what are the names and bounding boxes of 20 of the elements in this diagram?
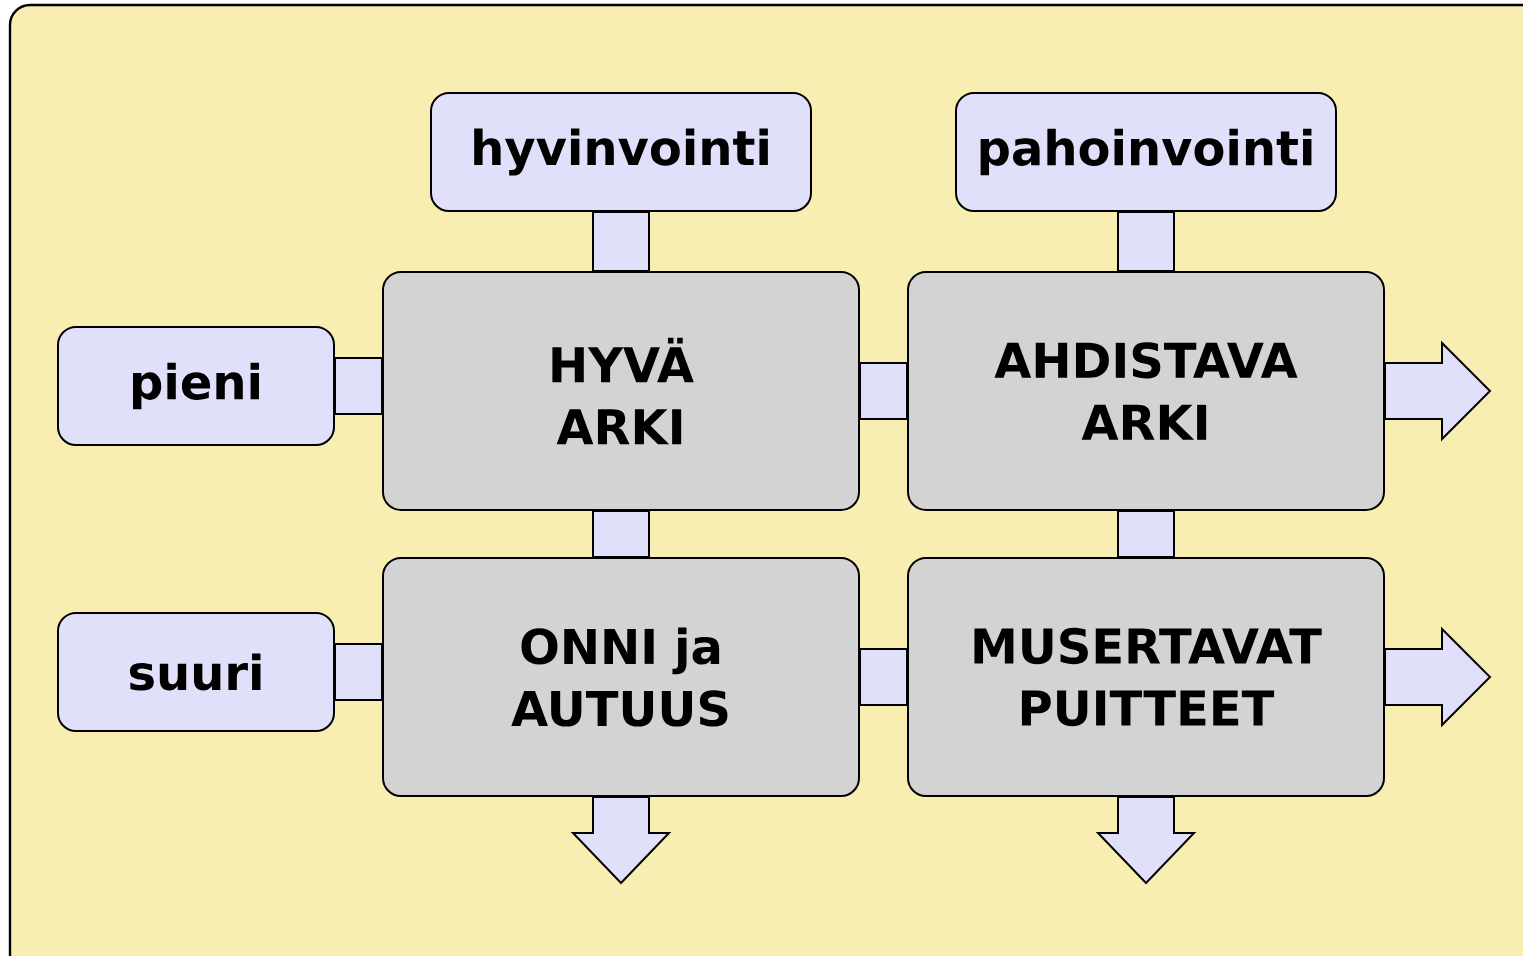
quadrant-box: MUSERTAVAT PUITTEET [907, 557, 1385, 797]
label-box: pieni [57, 326, 335, 446]
block-arrow [1384, 340, 1492, 442]
connector-band [334, 643, 383, 701]
block-arrow [1384, 626, 1492, 728]
connector-band [859, 648, 908, 706]
connector-band [592, 211, 650, 272]
connector-band [1117, 510, 1175, 558]
connector-band [1117, 211, 1175, 272]
quadrant-box: HYVÄ ARKI [382, 271, 860, 511]
label-box: hyvinvointi [430, 92, 812, 212]
label-box: pahoinvointi [955, 92, 1337, 212]
quadrant-box: ONNI ja AUTUUS [382, 557, 860, 797]
connector-band [334, 357, 383, 415]
block-arrow [1095, 796, 1197, 885]
quadrant-box: AHDISTAVA ARKI [907, 271, 1385, 511]
connector-band [592, 510, 650, 558]
connector-band [859, 362, 908, 420]
label-box: suuri [57, 612, 335, 732]
block-arrow [570, 796, 672, 885]
